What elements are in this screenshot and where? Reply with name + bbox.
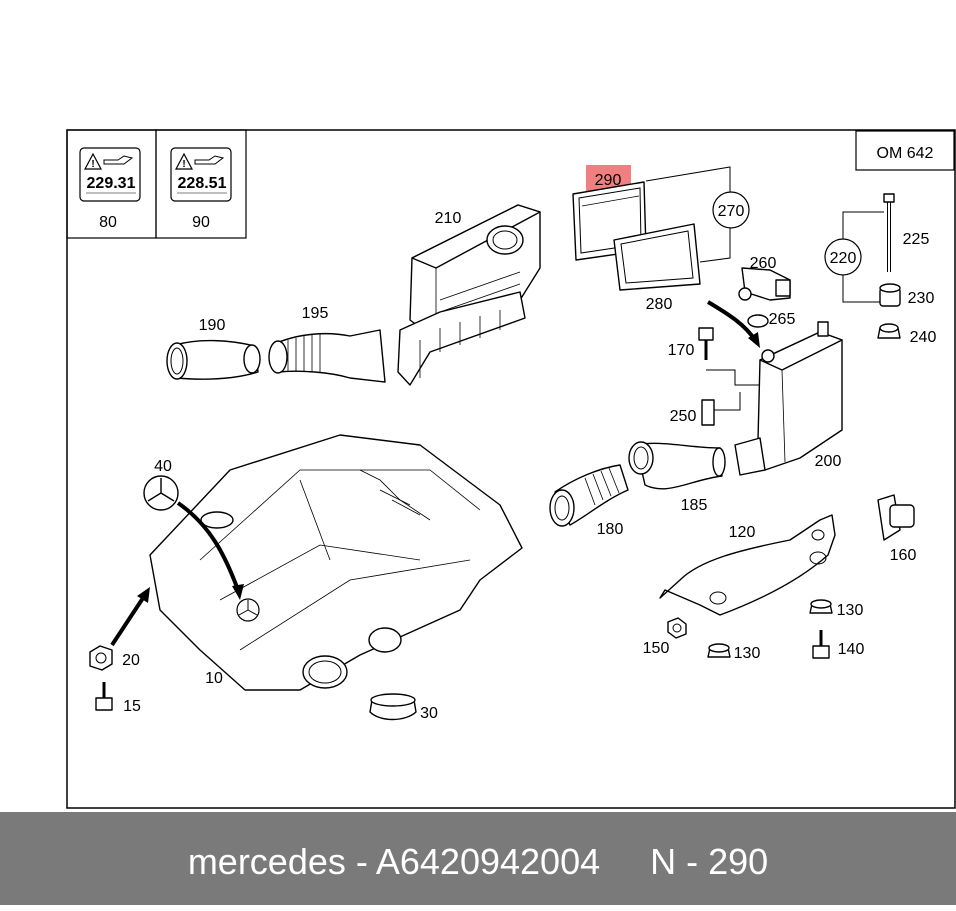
callout-265: 265 [769,311,796,328]
callout-230: 230 [908,290,935,307]
oil-label-box-80: ! 229.31 80 [66,129,157,239]
callout-290: 290 [595,172,622,189]
oil-spec-90-text: 228.51 [178,175,227,192]
oil-label-box-90: ! 228.51 90 [155,129,247,239]
oil-can-icon [103,155,134,165]
bolt-140 [812,630,830,659]
air-intake-housing-210 [397,204,541,386]
callout-circle-270 [712,191,750,229]
callout-120: 120 [729,524,756,541]
grommet-130-b [707,643,731,658]
engine-label-box [855,130,955,171]
callout-260: 260 [750,255,777,272]
svg-text:!: ! [182,159,185,170]
callout-180: 180 [597,521,624,538]
callout-200: 200 [815,453,842,470]
rubber-mount-230 [879,283,901,307]
diagram-frame [66,129,956,809]
star-emblem-40 [143,475,179,511]
callout-20: 20 [122,652,140,669]
callout-210: 210 [435,210,462,227]
parts-diagram: ! 229.31 80 ! 228.51 90 OM 642 290 280 [66,129,956,809]
grommet-30 [369,693,417,721]
callout-80: 80 [99,214,117,231]
callout-225: 225 [903,231,930,248]
callout-160: 160 [890,547,917,564]
callout-185: 185 [681,497,708,514]
engine-cover-10 [149,434,523,691]
warning-triangle-icon [84,152,102,170]
air-filter-housing-200 [734,321,843,476]
callout-40: 40 [154,458,172,475]
intake-hose-190 [166,339,261,380]
engine-label: OM 642 [877,145,934,162]
oil-spec-80-text: 229.31 [87,175,136,192]
callout-30: 30 [420,705,438,722]
oil-can-icon [194,155,225,165]
air-filter-280 [613,223,701,291]
intake-hose-180 [549,464,629,527]
callout-220: 220 [830,250,857,267]
callout-10: 10 [205,670,223,687]
callout-130-b: 130 [734,645,761,662]
bolt-15 [95,682,113,711]
callout-15: 15 [123,698,141,715]
callout-140: 140 [838,641,865,658]
footer-text: mercedes - A6420942004 N - 290 [187,841,769,882]
component-160 [877,494,915,541]
warning-triangle-icon [175,152,193,170]
bolt-170 [698,327,714,360]
svg-text:!: ! [91,159,94,170]
callout-280: 280 [646,296,673,313]
callout-170: 170 [668,342,695,359]
callout-circle-220 [824,238,862,276]
callout-150: 150 [643,640,670,657]
grommet-130-a [809,599,833,614]
callout-190: 190 [199,317,226,334]
nut-20 [89,645,113,671]
callout-195: 195 [302,305,329,322]
intake-hose-195 [268,329,386,383]
spacer-250 [701,399,715,426]
intake-hose-185 [628,441,726,490]
direction-arrow-icon [110,593,147,647]
bolt-225 [883,193,895,272]
callout-130-a: 130 [837,602,864,619]
direction-arrow-icon [176,501,240,591]
nut-150 [667,617,687,639]
callout-90: 90 [192,214,210,231]
callout-250: 250 [670,408,697,425]
sensor-260 [738,267,791,301]
callout-270: 270 [718,203,745,220]
seal-ring-265 [747,314,769,328]
footer-bar: mercedes - A6420942004 N - 290 [0,812,956,905]
rubber-mount-240 [877,323,901,339]
bracket-120 [659,514,836,616]
callout-240: 240 [910,329,937,346]
